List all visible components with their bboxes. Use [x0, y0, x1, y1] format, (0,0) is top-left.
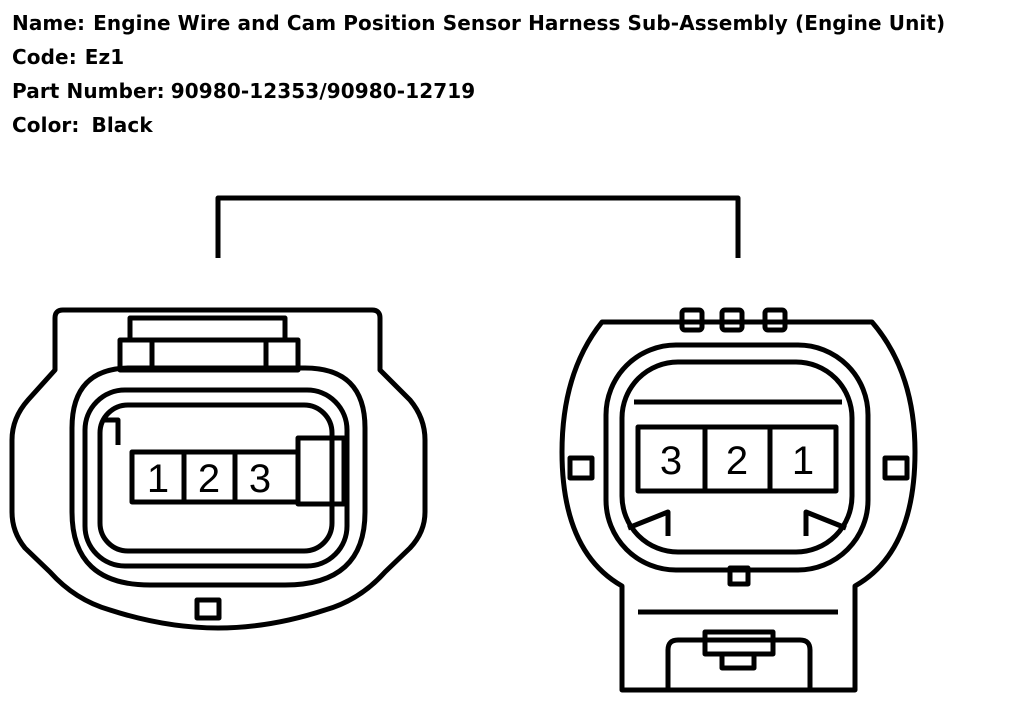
code-value: Ez1: [84, 45, 125, 69]
right-connector: [559, 307, 918, 693]
color-value: Black: [91, 113, 153, 137]
part-number-label: Part Number:: [12, 79, 165, 103]
left-connector-housing-inner: [97, 402, 335, 554]
code-row: Code: Ez1: [12, 40, 945, 74]
right-connector-key-left: [627, 509, 671, 536]
right-pin-label: 1: [792, 439, 814, 483]
left-pin-label: 3: [249, 457, 271, 501]
left-connector-seal-ring: [69, 365, 368, 588]
pin-labels: 1 2 3 3 2 1: [147, 439, 814, 501]
right-pin-label: 2: [726, 439, 748, 483]
left-connector-housing-outer: [82, 387, 350, 569]
left-pin-label: 2: [198, 457, 220, 501]
right-connector-outer-shell: [559, 319, 918, 693]
connector-info: Name: Engine Wire and Cam Position Sensor…: [12, 6, 945, 142]
right-connector-side-tab: [882, 455, 910, 481]
left-connector-latch-top: [127, 315, 288, 343]
right-connector-pin-block: [635, 424, 839, 494]
right-connector-lock-nub: [719, 651, 757, 671]
color-row: Color: Black: [12, 108, 945, 142]
left-connector-outer-shell: [9, 307, 428, 631]
left-pin-label: 1: [147, 457, 169, 501]
name-row: Name: Engine Wire and Cam Position Sensor…: [12, 6, 945, 40]
left-connector-bottom-tab: [194, 597, 222, 621]
name-label: Name:: [12, 11, 86, 35]
right-connector-center-tab: [727, 565, 751, 587]
left-connector-key-notch: [103, 417, 121, 445]
right-connector-housing-inner: [619, 359, 855, 555]
right-connector-lock-button: [702, 629, 776, 657]
part-number-value: 90980-12353/90980-12719: [170, 79, 476, 103]
color-label: Color:: [12, 113, 80, 137]
code-label: Code:: [12, 45, 77, 69]
right-connector-key-right: [803, 509, 847, 536]
name-value: Engine Wire and Cam Position Sensor Harn…: [93, 11, 946, 35]
right-pin-label: 3: [660, 439, 682, 483]
right-connector-lock-frame: [665, 637, 813, 690]
right-connector-side-tab: [567, 455, 595, 481]
part-number-row: Part Number:90980-12353/90980-12719: [12, 74, 945, 108]
left-connector-side-lock: [295, 435, 347, 507]
connector-link-bracket: [215, 195, 741, 258]
left-connector: [9, 307, 428, 631]
left-connector-pin-block: [129, 449, 301, 505]
